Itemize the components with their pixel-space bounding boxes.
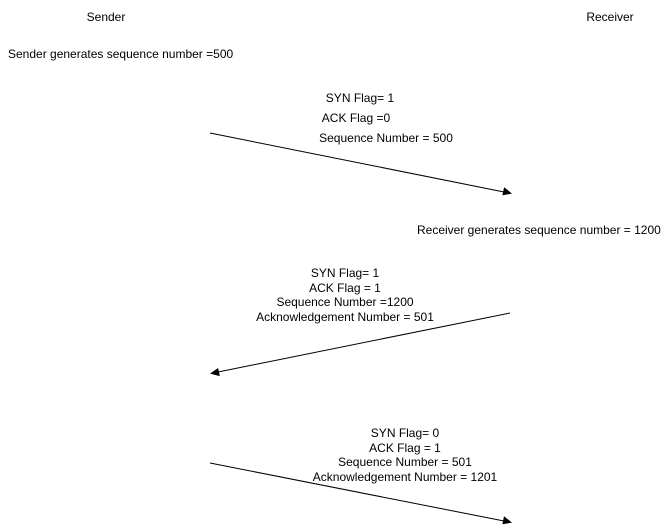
message-syn-ack-label: SYN Flag= 1 ACK Flag = 1 Sequence Number… bbox=[256, 266, 434, 324]
message-syn-ack-ack-flag: ACK Flag = 1 bbox=[309, 280, 381, 295]
message-syn-label: SYN Flag= 1 ACK Flag =0 Sequence Number … bbox=[299, 88, 453, 148]
message-syn-ack-sequence-number: Sequence Number =1200 bbox=[276, 295, 414, 309]
message-ack-acknowledgement-number: Acknowledgement Number = 1201 bbox=[312, 469, 498, 484]
arrowhead-syn-ack bbox=[210, 368, 220, 377]
arrowhead-syn bbox=[502, 187, 512, 196]
message-ack-syn-flag: SYN Flag= 0 bbox=[370, 426, 440, 440]
message-syn-sequence-number: Sequence Number = 500 bbox=[319, 131, 453, 145]
message-syn-ack-flag: ACK Flag =0 bbox=[321, 111, 391, 125]
arrow-syn bbox=[209, 132, 512, 196]
message-syn-ack-acknowledgement-number: Acknowledgement Number = 501 bbox=[256, 309, 434, 324]
arrow-ack bbox=[209, 462, 512, 525]
message-syn-syn-flag: SYN Flag= 1 bbox=[325, 91, 395, 105]
arrowhead-ack bbox=[502, 516, 512, 525]
arrow-syn-ack bbox=[210, 312, 511, 377]
receiver-label: Receiver bbox=[586, 10, 634, 24]
sender-label: Sender bbox=[86, 10, 126, 24]
message-ack-ack-flag: ACK Flag = 1 bbox=[369, 440, 441, 455]
message-syn-ack-syn-flag: SYN Flag= 1 bbox=[310, 266, 380, 280]
sender-sequence-note: Sender generates sequence number =500 bbox=[8, 47, 234, 61]
message-ack-label: SYN Flag= 0 ACK Flag = 1 Sequence Number… bbox=[313, 426, 497, 484]
message-ack-sequence-number: Sequence Number = 501 bbox=[338, 455, 472, 469]
receiver-sequence-note: Receiver generates sequence number = 120… bbox=[417, 223, 661, 237]
